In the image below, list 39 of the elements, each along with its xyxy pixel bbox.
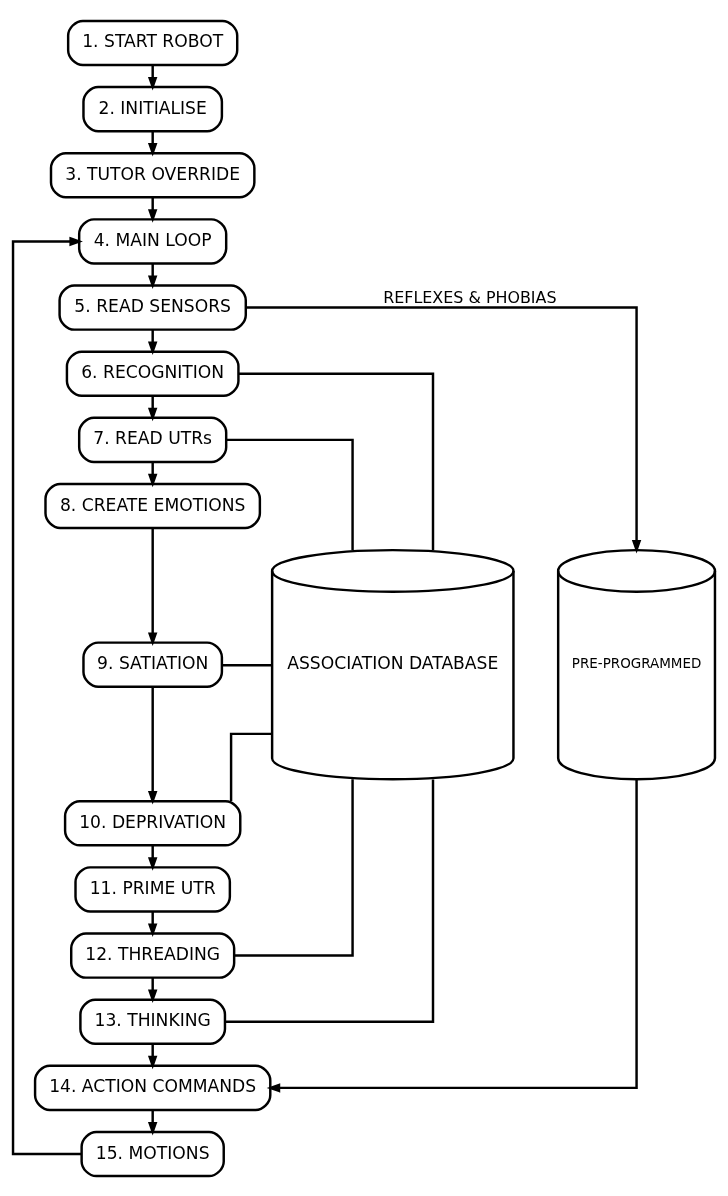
arrow <box>11 236 83 1155</box>
node-box: 14. ACTION COMMANDS <box>33 1064 272 1111</box>
node-box: 4. MAIN LOOP <box>77 217 228 265</box>
arrow <box>246 305 642 553</box>
node-box: 9. SATIATION <box>82 640 224 688</box>
node-box: 15. MOTIONS <box>80 1130 225 1177</box>
node-box: 13. THINKING <box>79 997 227 1045</box>
arrow <box>147 527 158 646</box>
arrow <box>147 977 158 1003</box>
arrow <box>147 131 158 157</box>
node-box: 12. THREADING <box>70 931 236 979</box>
arrow <box>147 461 158 487</box>
node-box: 11. PRIME UTR <box>74 865 232 913</box>
node-box: 1. START ROBOT <box>66 19 239 66</box>
connector <box>225 779 435 1023</box>
arrow <box>147 64 158 90</box>
connector <box>226 438 354 550</box>
arrow <box>147 197 158 223</box>
arrow <box>147 1043 158 1069</box>
node-box: 3. TUTOR OVERRIDE <box>49 151 256 199</box>
node-box: 5. READ SENSORS <box>58 283 247 331</box>
connector <box>222 663 272 666</box>
node-box: 2. INITIALISE <box>82 85 224 132</box>
arrow <box>147 329 158 355</box>
arrow <box>147 1109 158 1135</box>
node-box: 10. DEPRIVATION <box>63 799 242 847</box>
arrow <box>266 779 638 1093</box>
edge-label: REFLEXES & PHOBIAS <box>383 287 557 307</box>
node-box: 6. RECOGNITION <box>65 349 240 397</box>
arrow <box>147 263 158 289</box>
arrow <box>147 911 158 937</box>
arrow <box>147 845 158 871</box>
node-box: 8. CREATE EMOTIONS <box>44 482 262 529</box>
connector <box>234 778 354 957</box>
connector <box>238 372 435 550</box>
arrow <box>147 686 158 805</box>
arrow <box>147 395 158 421</box>
connector <box>229 732 272 801</box>
node-box: 7. READ UTRs <box>77 416 228 463</box>
